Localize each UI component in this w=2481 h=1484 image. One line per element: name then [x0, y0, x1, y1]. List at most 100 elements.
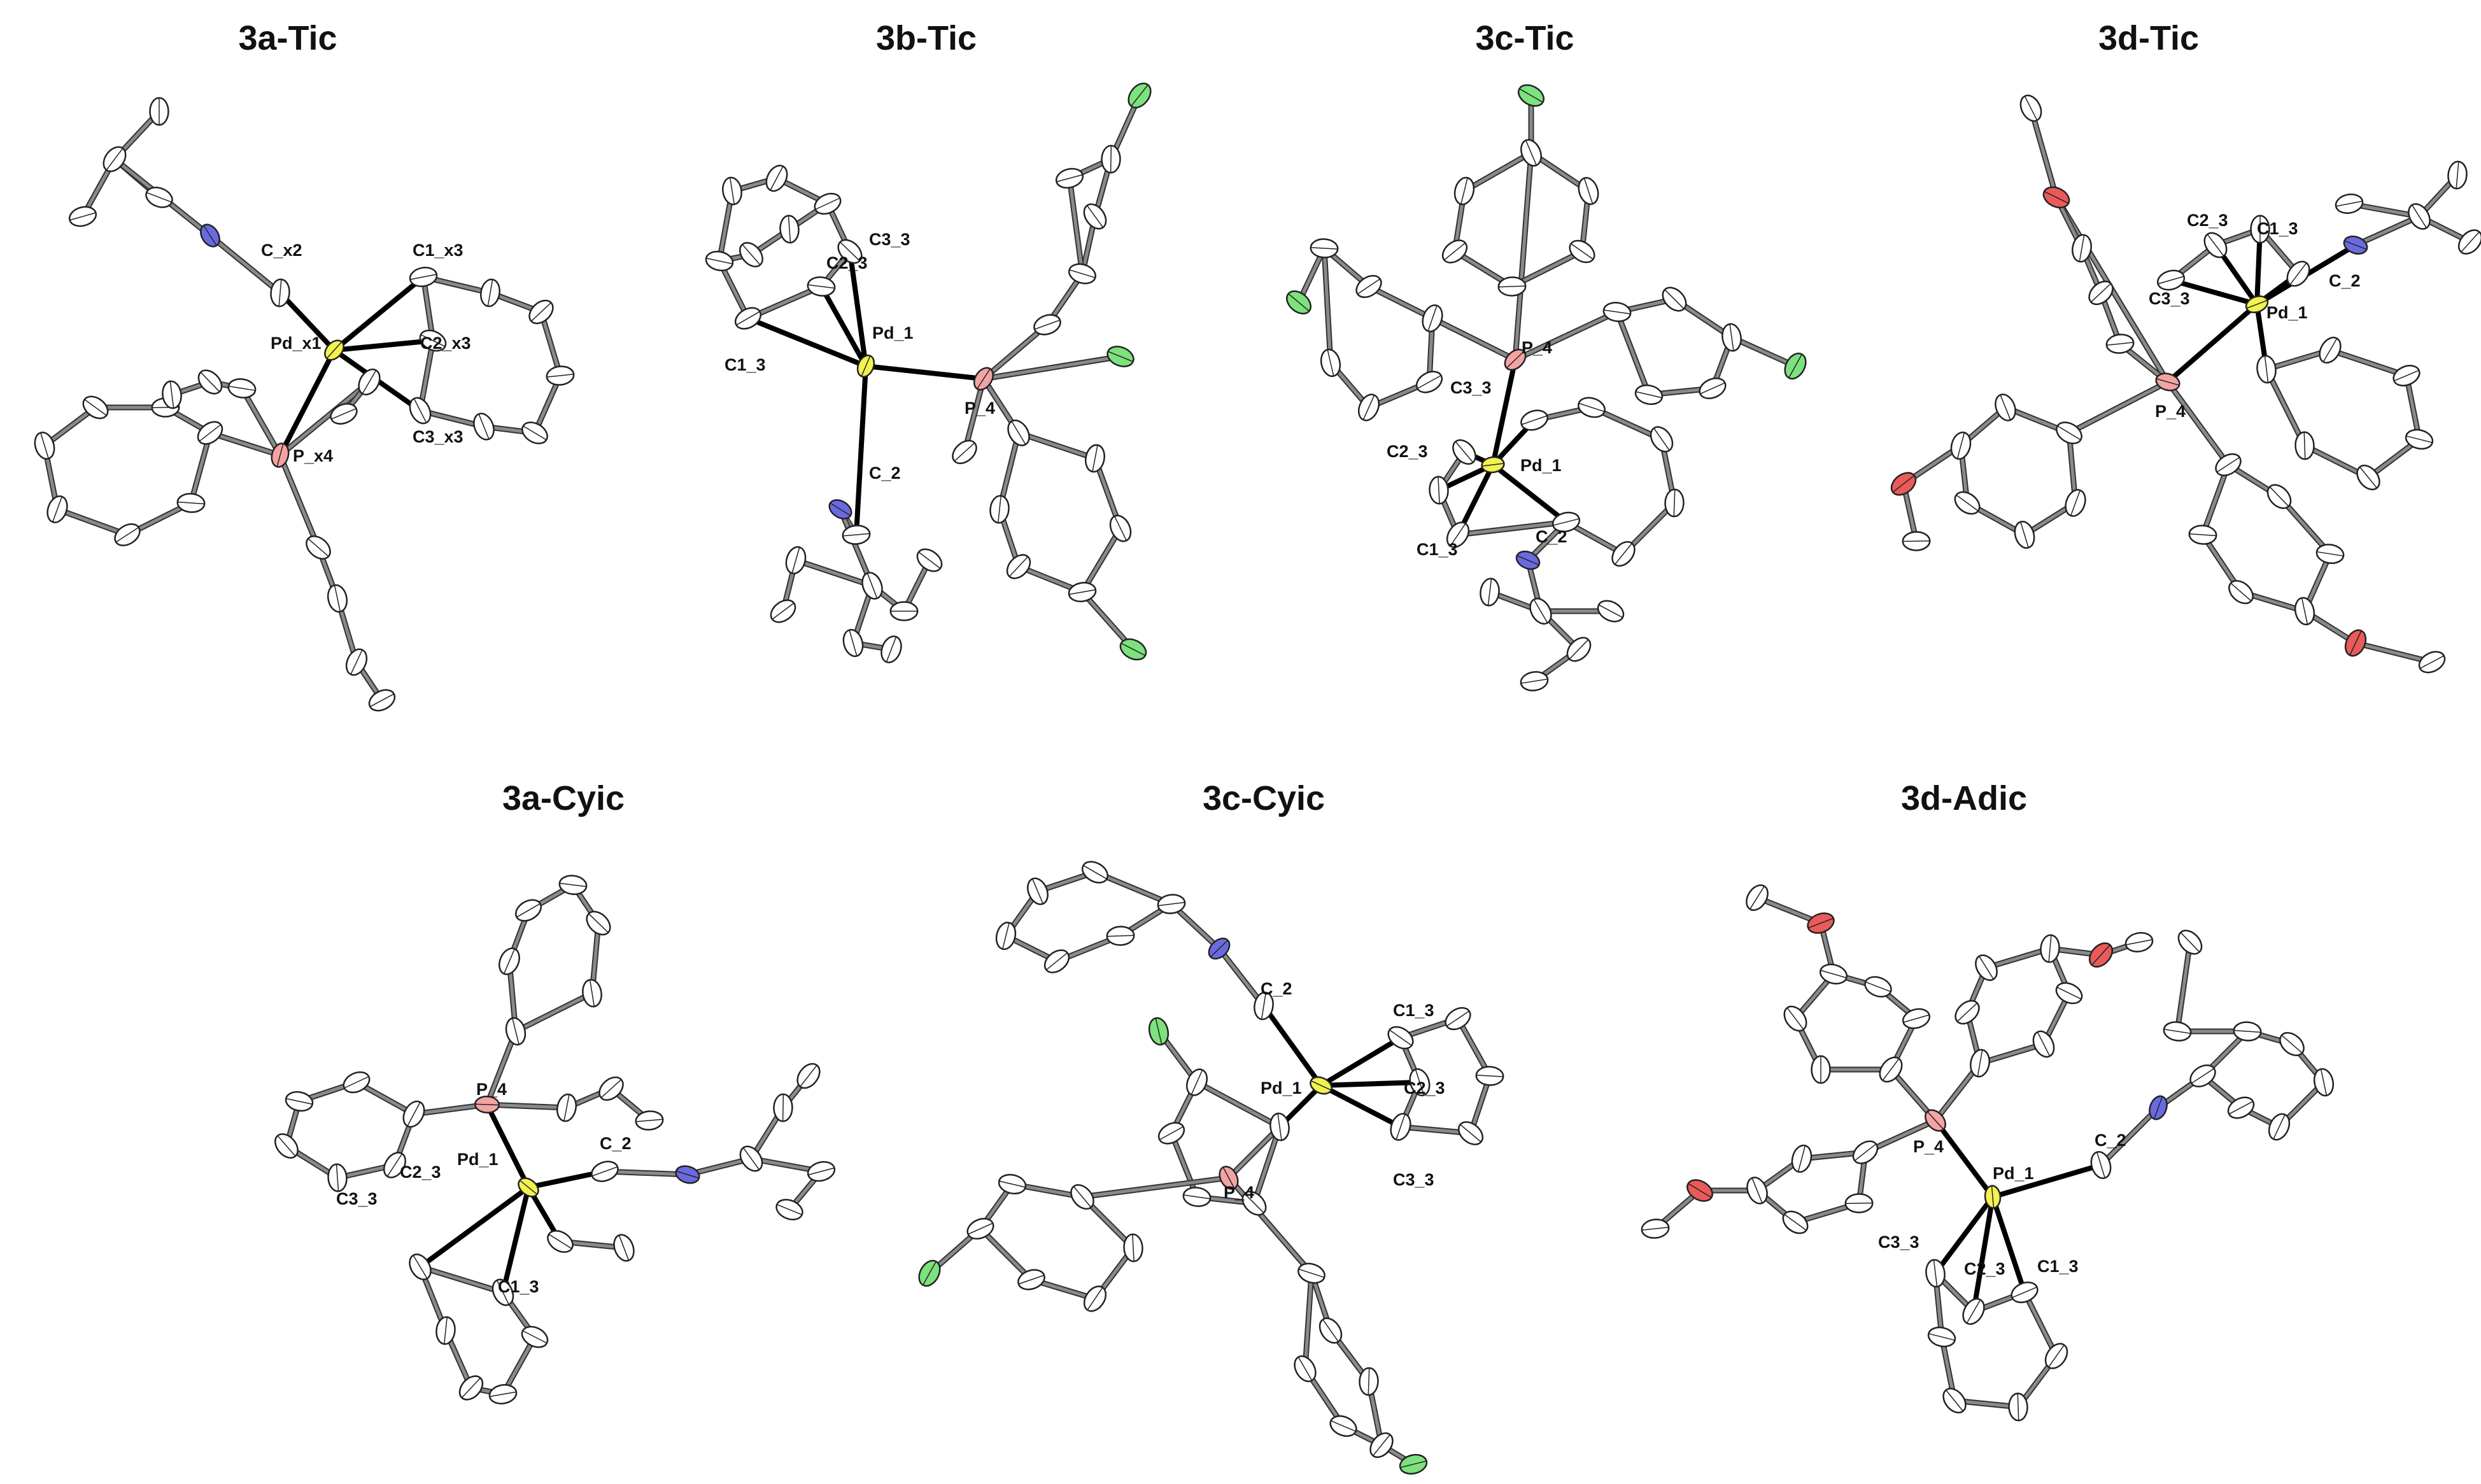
ellipsoid-axis [308, 539, 329, 556]
ellipsoid-axis [490, 1391, 516, 1397]
ellipsoid-axis [278, 279, 282, 306]
ellipsoid-axis [1222, 1167, 1235, 1189]
ellipsoid-axis [1927, 1112, 1944, 1129]
ellipsoid-axis [772, 603, 794, 619]
ellipsoid-axis [782, 1094, 784, 1121]
ellipsoid-axis [1107, 935, 1134, 937]
ellipsoid-axis [2247, 300, 2267, 309]
ellipsoid-axis [1002, 923, 1010, 949]
ellipsoid-axis [1946, 1390, 1963, 1411]
bond-fill [514, 991, 594, 1033]
ellipsoid-axis [370, 693, 394, 707]
bond-fill [2354, 215, 2421, 247]
ellipsoid-axis [1427, 306, 1438, 331]
ellipsoid-axis [1797, 1146, 1806, 1171]
molecule-3c-tic [1286, 84, 1807, 691]
bond-fill [1978, 1042, 2046, 1065]
ellipsoid-axis [478, 414, 490, 439]
atom-label: C3_3 [336, 1189, 378, 1208]
ellipsoid-axis [1069, 589, 1096, 595]
ellipsoid-axis [1108, 351, 1133, 362]
ellipsoid-axis [2217, 457, 2240, 472]
bond-fill [55, 507, 129, 537]
ellipsoid-axis [1865, 981, 1891, 993]
ellipsoid-axis [1956, 495, 1978, 511]
ellipsoid-axis [331, 408, 357, 420]
ellipsoid-axis [1057, 174, 1082, 183]
ellipsoid-axis [1482, 463, 1504, 467]
ellipsoid-axis [588, 914, 609, 933]
atom-label: Pd_x1 [271, 334, 322, 353]
ellipsoid-axis [1957, 1003, 1977, 1022]
ellipsoid-axis [1331, 1420, 1356, 1432]
ellipsoid-axis [998, 496, 1001, 523]
ellipsoid-axis [350, 650, 363, 674]
ellipsoid-axis [475, 1103, 499, 1106]
ellipsoid-axis [2048, 1345, 2065, 1367]
ellipsoid-axis [2048, 935, 2052, 962]
ellipsoid-axis [1883, 1059, 1899, 1080]
atom-layer [1286, 84, 1807, 691]
bond-fill [1513, 310, 1619, 362]
ellipsoid-axis [2025, 96, 2037, 120]
panel-3c-cyic: 3c-Cyic C_2 C1_3 Pd_1 C2_3 P_4 C3_3 [918, 779, 1504, 1475]
bond-fill [1017, 431, 1097, 460]
ellipsoid-axis [1083, 865, 1107, 879]
ellipsoid-axis [1521, 679, 1548, 684]
ellipsoid-axis [1787, 1008, 1804, 1029]
ellipsoid-axis [840, 242, 860, 261]
ellipsoid-axis [2207, 234, 2224, 256]
ellipsoid-axis [2079, 235, 2085, 262]
metal-bond [1990, 1194, 2027, 1295]
atom-label: C3_3 [2149, 289, 2190, 308]
ellipsoid-axis [2336, 201, 2363, 207]
ellipsoid-axis [736, 311, 760, 325]
ellipsoid-axis [1642, 1227, 1669, 1231]
bond-fill [1367, 285, 1434, 320]
atom-label: Pd_1 [457, 1150, 498, 1169]
ellipsoid-axis [410, 274, 437, 280]
bond-fill [1217, 947, 1266, 1008]
molecule-3c-cyic [918, 861, 1504, 1475]
panel-title: 3d-Adic [1901, 779, 2027, 817]
metal-bond [484, 1102, 531, 1190]
bond-fill [208, 234, 282, 295]
atom-label: C_2 [2329, 271, 2361, 290]
ellipsoid-axis [278, 1136, 295, 1156]
ellipsoid-axis [52, 497, 62, 522]
panel-title: 3c-Cyic [1203, 779, 1325, 817]
atom-label: C_2 [1261, 979, 1292, 998]
ellipsoid-axis [999, 1180, 1026, 1188]
ellipsoid-axis [1688, 1183, 1711, 1198]
atom-label: C3_3 [869, 230, 910, 249]
ellipsoid-axis [1132, 1234, 1134, 1261]
atom-label: C_2 [2095, 1131, 2126, 1150]
ellipsoid-axis [977, 369, 991, 389]
ellipsoid-axis [516, 903, 541, 917]
bond-fill [2175, 940, 2192, 1033]
ellipsoid-axis [1855, 1143, 1876, 1161]
panel-title: 3d-Tic [2098, 19, 2199, 57]
atom-label: C2_3 [1964, 1259, 2005, 1278]
ellipsoid-axis [1460, 178, 1468, 204]
metal-bond [854, 364, 868, 537]
ellipsoid-axis [1389, 1029, 1412, 1046]
bond-fill [2328, 348, 2408, 378]
bond-layer [283, 882, 824, 1397]
atom-label: C2_3 [1404, 1078, 1445, 1098]
ellipsoid-axis [788, 216, 791, 243]
ellipsoid-axis [1525, 140, 1537, 166]
carbon-atom [2457, 229, 2481, 255]
ellipsoid-axis [414, 399, 427, 423]
ellipsoid-axis [1363, 395, 1375, 420]
ellipsoid-axis [1653, 428, 1670, 451]
ellipsoid-axis [730, 178, 735, 204]
molecule-3a-cyic [274, 875, 836, 1404]
ellipsoid-axis [2229, 1101, 2253, 1115]
ellipsoid-axis [1933, 1260, 1938, 1287]
ellipsoid-axis [504, 949, 515, 974]
ellipsoid-axis [2154, 1096, 2163, 1119]
ellipsoid-axis [742, 244, 760, 265]
ellipsoid-axis [413, 1255, 428, 1278]
ellipsoid-axis [1311, 1080, 1331, 1091]
